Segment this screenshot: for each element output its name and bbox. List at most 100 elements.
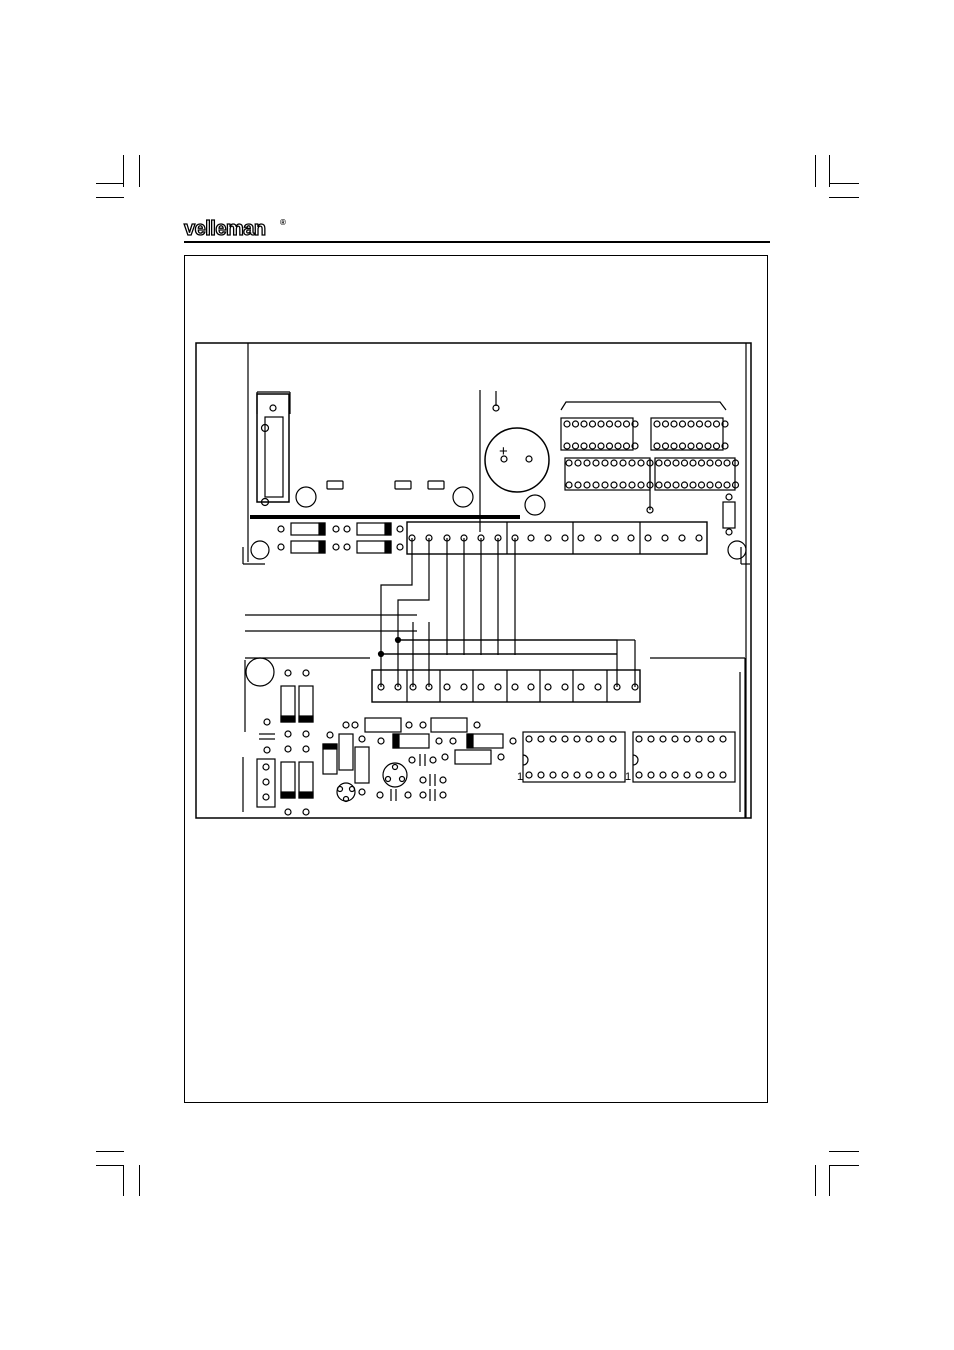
solder-pad [690,460,696,466]
solder-pad [708,736,714,742]
crop-mark-bl-v1 [123,1165,124,1196]
solder-pad [550,772,556,778]
solder-pad [564,443,570,449]
solder-pad [699,482,705,488]
solder-pad [566,460,572,466]
solder-pad [699,460,705,466]
solder-pad [545,535,551,541]
solder-pad [638,482,644,488]
solder-pad [663,421,669,427]
solder-pad [679,535,685,541]
solder-pad [590,443,596,449]
solder-pad [602,460,608,466]
solder-pad [620,460,626,466]
solder-pad [538,772,544,778]
solder-pad [593,482,599,488]
solder-pad [598,421,604,427]
copper-bar [250,515,520,519]
solder-pad [705,443,711,449]
solder-pad [593,460,599,466]
regulator-module [251,390,480,559]
solder-pad [615,443,621,449]
solder-pad [528,535,534,541]
crop-mark-tl-v2 [139,155,140,187]
solder-pad [512,684,518,690]
solder-pad [550,736,556,742]
solder-pad [671,421,677,427]
solder-pad [707,460,713,466]
solder-pad [656,460,662,466]
crop-mark-br-h1 [829,1151,859,1152]
solder-pad [562,684,568,690]
solder-pad [581,421,587,427]
solder-pad [714,421,720,427]
solder-pad [595,684,601,690]
solder-pad [660,772,666,778]
solder-pad [716,482,722,488]
registered-mark: ® [280,218,286,227]
solder-pad [648,772,654,778]
brand-logo-text: velleman [184,218,266,240]
solder-pad [688,421,694,427]
solder-pad [672,772,678,778]
solder-pad [575,460,581,466]
solder-pad [478,684,484,690]
crop-mark-br-h2 [829,1165,859,1166]
solder-pad [610,736,616,742]
solder-pad [607,421,613,427]
solder-pad [680,421,686,427]
solder-pad [707,482,713,488]
solder-pad [444,684,450,690]
solder-pad [624,421,630,427]
solder-pad [586,772,592,778]
solder-pad [598,772,604,778]
solder-pad [697,443,703,449]
electrolytic-capacitor: + [485,391,549,515]
solder-pad [671,443,677,449]
solder-pad [538,736,544,742]
ic-pin1-label-2: 1 [625,771,631,783]
solder-pad [696,772,702,778]
header-rule [184,241,770,243]
solder-pad [636,736,642,742]
brand-logo: velleman ® [184,218,266,240]
solder-pad [688,443,694,449]
solder-pad [724,460,730,466]
lower-terminal-block [372,670,640,702]
crop-mark-tr-h1 [829,183,859,184]
solder-pad [598,736,604,742]
solder-pad [673,482,679,488]
solder-pad [660,736,666,742]
solder-pad [584,482,590,488]
solder-pad [562,535,568,541]
solder-pad [545,684,551,690]
solder-pad [665,460,671,466]
solder-pad [654,421,660,427]
solder-pad [682,482,688,488]
solder-pad [680,443,686,449]
solder-pad [595,535,601,541]
crop-mark-bl-h1 [96,1151,124,1152]
solder-pad [575,482,581,488]
solder-pad [628,535,634,541]
solder-pad [662,535,668,541]
solder-pad [573,421,579,427]
upper-diode-group [278,523,403,553]
solder-pad [566,482,572,488]
solder-pad [656,482,662,488]
solder-pad [663,443,669,449]
solder-pads [378,421,739,778]
crop-mark-br-v1 [815,1165,816,1196]
solder-pad [629,482,635,488]
solder-pad [720,736,726,742]
upper-ic-group [561,402,746,559]
solder-pad [636,772,642,778]
solder-pad [682,460,688,466]
solder-pad [562,736,568,742]
ic-pin1-label-1: 1 [517,771,523,783]
solder-pad [620,482,626,488]
solder-pad [607,443,613,449]
solder-pad [528,684,534,690]
solder-pad [611,482,617,488]
solder-pad [645,535,651,541]
